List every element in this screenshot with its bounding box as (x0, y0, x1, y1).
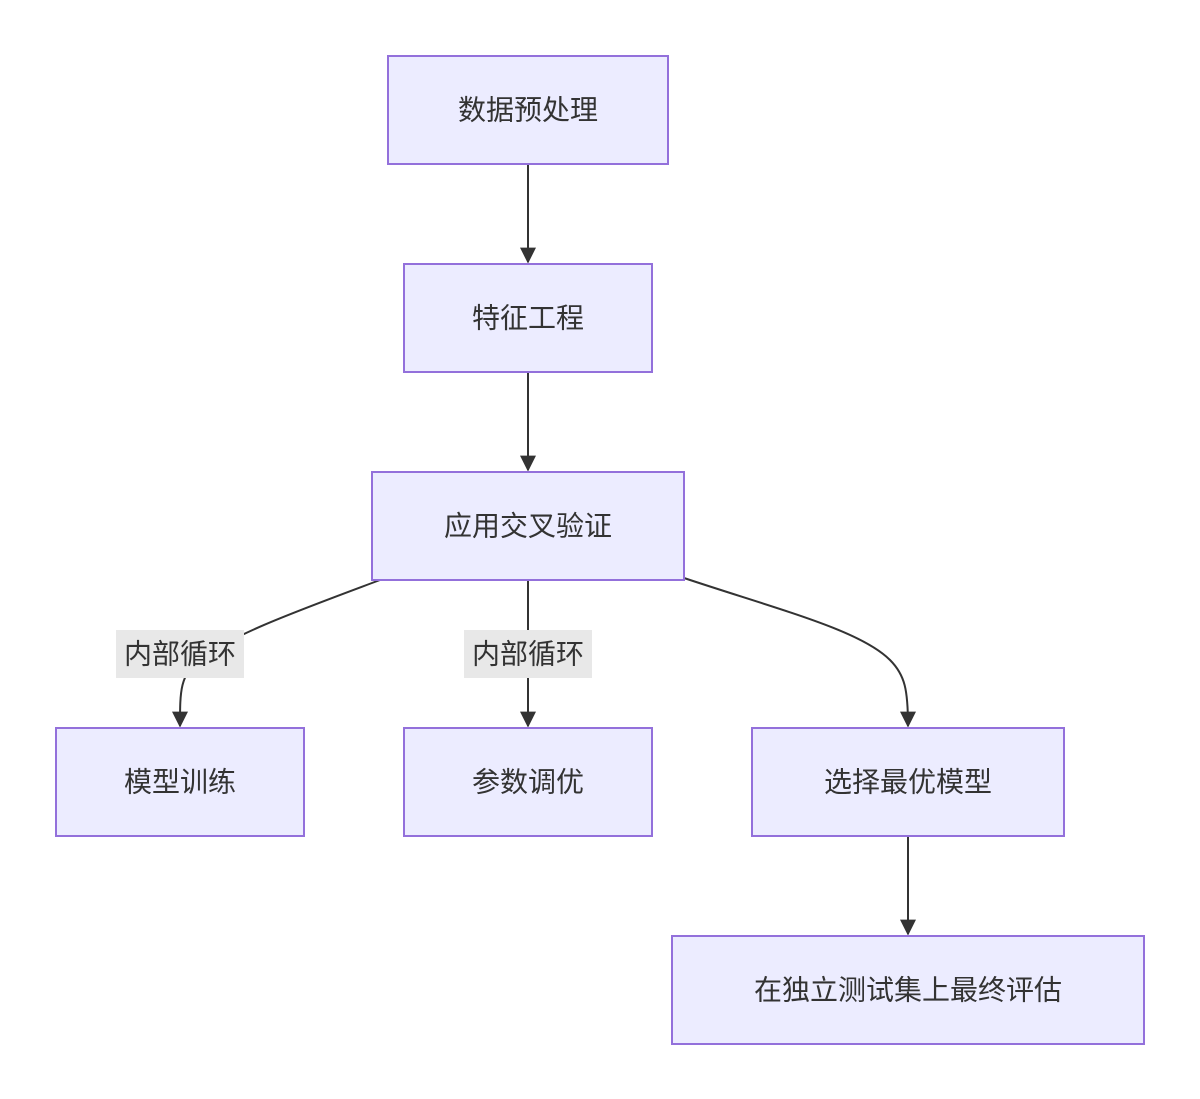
node-label: 数据预处理 (458, 94, 598, 127)
node-hyperparameter-tuning[interactable]: 参数调优 (403, 727, 653, 837)
node-model-training[interactable]: 模型训练 (55, 727, 305, 837)
edge-crossval-to-select (683, 577, 916, 728)
node-label: 选择最优模型 (824, 766, 992, 799)
node-label: 模型训练 (124, 766, 236, 799)
node-preprocess[interactable]: 数据预处理 (387, 55, 669, 165)
edge-label-inner-loop-left: 内部循环 (116, 630, 244, 678)
node-cross-validation[interactable]: 应用交叉验证 (371, 471, 685, 581)
node-label: 参数调优 (472, 766, 584, 799)
node-select-best-model[interactable]: 选择最优模型 (751, 727, 1065, 837)
edge-label-text: 内部循环 (472, 638, 584, 671)
node-label: 特征工程 (472, 302, 584, 335)
edge-label-inner-loop-center: 内部循环 (464, 630, 592, 678)
node-label: 在独立测试集上最终评估 (754, 974, 1062, 1007)
edge-label-text: 内部循环 (124, 638, 236, 671)
node-final-evaluation[interactable]: 在独立测试集上最终评估 (671, 935, 1145, 1045)
node-label: 应用交叉验证 (444, 510, 612, 543)
node-feature-engineering[interactable]: 特征工程 (403, 263, 653, 373)
